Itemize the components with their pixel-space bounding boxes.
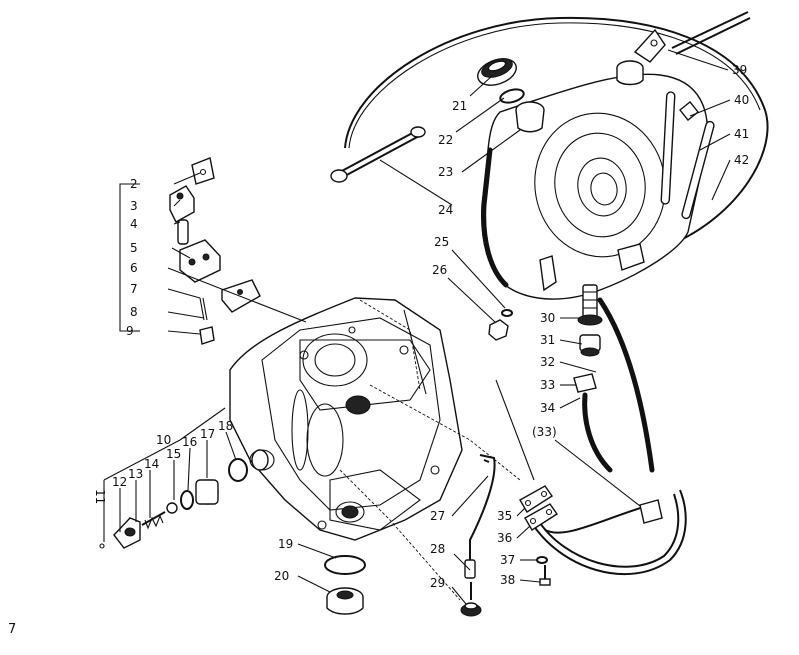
callout-40: 40: [734, 93, 749, 107]
callout-7: 7: [130, 282, 138, 296]
callout-25: 25: [434, 235, 449, 249]
callout-5: 5: [130, 241, 138, 255]
fuel-tank: [480, 28, 709, 300]
tank-strap-rod: [330, 126, 426, 183]
callout-41: 41: [734, 127, 749, 141]
callout-21: 21: [452, 99, 467, 113]
callout-13: 13: [128, 467, 143, 481]
callout-12: 12: [112, 475, 127, 489]
callout-36: 36: [497, 531, 512, 545]
callout-9: 9: [126, 324, 134, 338]
callout-6: 6: [130, 261, 138, 275]
callout-24: 24: [438, 203, 453, 217]
callout-14: 14: [144, 457, 159, 471]
callout-34: 34: [540, 401, 555, 415]
callout-10: 10: [156, 433, 171, 447]
callout-17: 17: [200, 427, 215, 441]
fuel-tap-assembly: [573, 284, 603, 393]
callout-29: 29: [430, 576, 445, 590]
callout-37: 37: [500, 553, 515, 567]
callout-33: 33: [540, 378, 555, 392]
callout-35: 35: [497, 509, 512, 523]
left-parts: [99, 449, 269, 549]
callout-23: 23: [438, 165, 453, 179]
leader-lines: [103, 49, 731, 605]
callout-2: 2: [130, 177, 138, 191]
callout-30: 30: [540, 311, 555, 325]
top-bracket-parts: [169, 157, 261, 345]
callout-18: 18: [218, 419, 233, 433]
callout-16: 16: [182, 435, 197, 449]
callout-26: 26: [432, 263, 447, 277]
callout-39: 39: [732, 63, 747, 77]
tank-side-strips: [660, 91, 715, 220]
fuel-hoses: [529, 297, 687, 575]
page-number: 7: [8, 622, 17, 637]
callout-11: 11: [93, 489, 107, 504]
nut: [488, 319, 509, 341]
callout-labels: 2 3 4 5 6 7 8 9 10 11 12 13 14 15 16 17 …: [93, 63, 749, 590]
callout-27: 27: [430, 509, 445, 523]
callout-4: 4: [130, 217, 138, 231]
callout-3: 3: [130, 199, 138, 213]
drain-plug-parts: [324, 555, 366, 615]
filler-cap: [477, 58, 517, 86]
callout-31: 31: [540, 333, 555, 347]
callout-38: 38: [500, 573, 515, 587]
callout-33-ref: (33): [532, 425, 557, 439]
washer: [501, 309, 513, 317]
callout-28: 28: [430, 542, 445, 556]
callout-22: 22: [438, 133, 453, 147]
callout-32: 32: [540, 355, 555, 369]
callout-20: 20: [274, 569, 289, 583]
filler-gasket: [499, 88, 525, 104]
callout-42: 42: [734, 153, 749, 167]
callout-19: 19: [278, 537, 293, 551]
throttle-cable: [344, 11, 769, 246]
fuel-pipe: [460, 454, 496, 617]
crankcase: [229, 297, 463, 541]
hidden-lines: [339, 299, 521, 601]
callout-8: 8: [130, 305, 138, 319]
callout-15: 15: [166, 447, 181, 461]
